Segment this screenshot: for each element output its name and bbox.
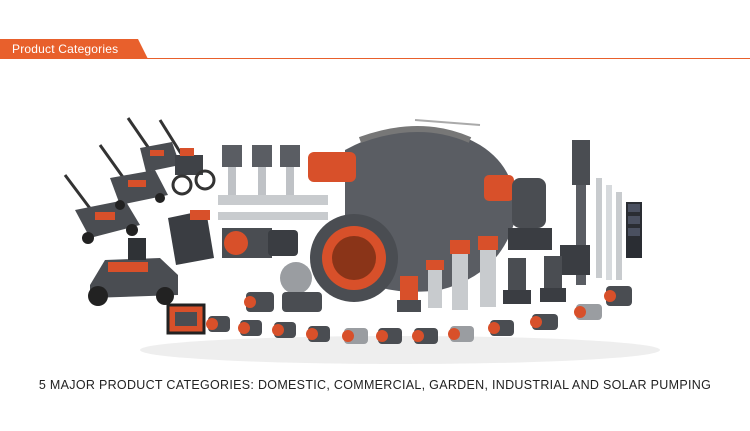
chipper-icon: [168, 210, 214, 265]
pressure-tank-pump-icon: [244, 262, 322, 312]
end-suction-pump-icon: [222, 228, 298, 258]
lawn-mower-icon: [126, 117, 180, 172]
solar-panel-icon: [626, 202, 642, 258]
tiller-icon: [158, 119, 216, 196]
borehole-pump-icon: [596, 178, 622, 280]
products-illustration: [63, 117, 660, 364]
booster-station-icon: [218, 145, 328, 220]
riding-mower-icon: [88, 238, 178, 306]
domestic-pump-row-icon: [206, 286, 632, 344]
sewage-pump-icon: [508, 178, 552, 250]
caption-text: 5 MAJOR PRODUCT CATEGORIES: DOMESTIC, CO…: [38, 378, 712, 392]
lawn-mower-icon: [63, 174, 140, 244]
section-header-tab: Product Categories: [0, 39, 148, 59]
generator-icon: [166, 303, 206, 335]
split-case-pump-icon: [308, 119, 516, 302]
inline-pump-icon: [397, 256, 566, 312]
vertical-turbine-pump-icon: [560, 140, 590, 285]
lawn-mower-icon: [98, 144, 168, 210]
vertical-multistage-pump-icon: [426, 236, 498, 310]
section-title: Product Categories: [12, 42, 119, 56]
header-divider: [0, 58, 750, 59]
